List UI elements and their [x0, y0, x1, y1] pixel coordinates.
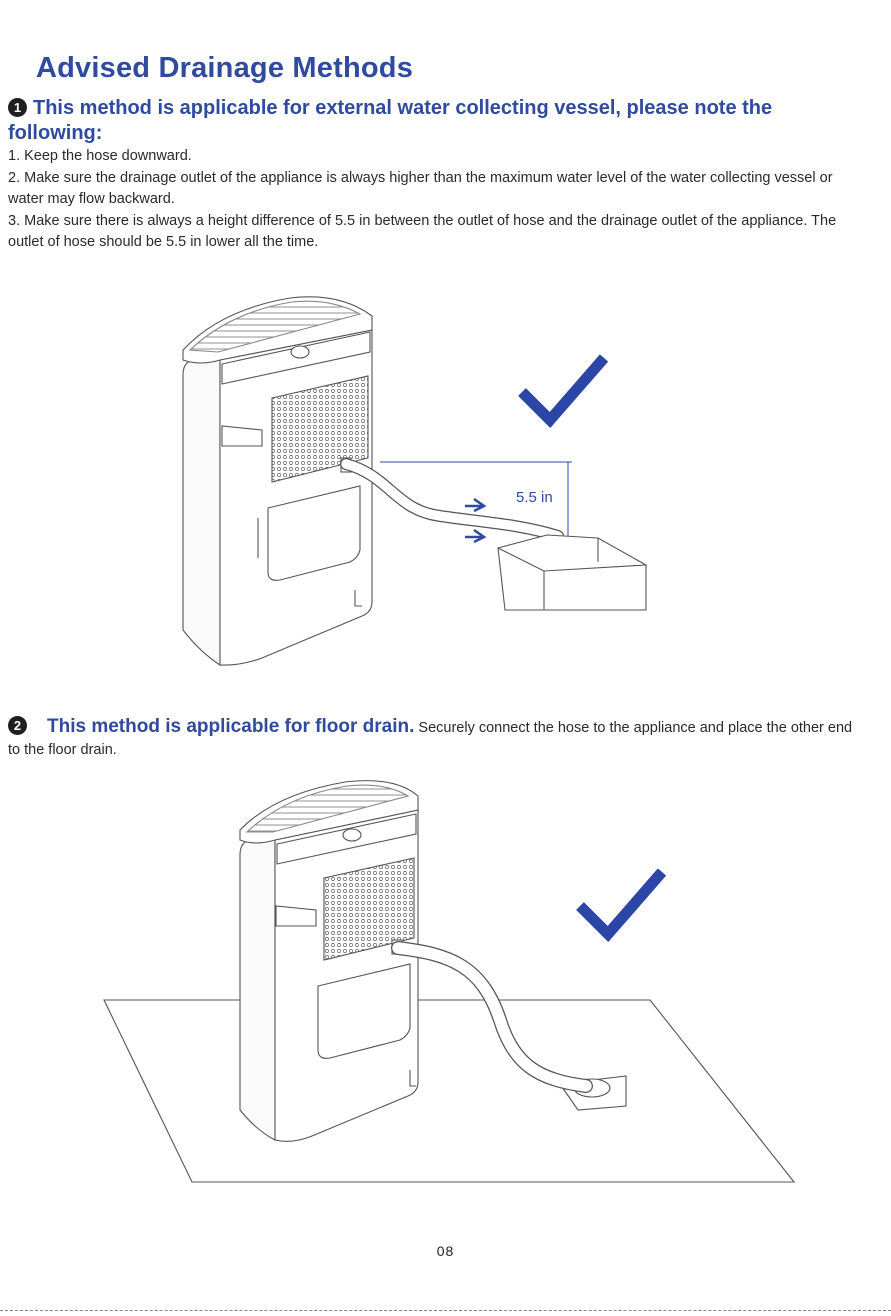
section2-heading-bold: This method is applicable for floor drai…	[47, 716, 415, 737]
water-collecting-vessel	[497, 534, 647, 611]
page-title: Advised Drainage Methods	[36, 52, 414, 84]
section2-heading-text: Securely connect the hose to the applian…	[8, 720, 853, 758]
step-number-badge-2: 2	[8, 716, 27, 735]
check-icon	[518, 354, 609, 429]
dehumidifier-unit	[239, 780, 419, 1142]
section2-heading: 2 This method is applicable for floor dra…	[8, 716, 868, 761]
step-number-badge-1: 1	[8, 98, 27, 117]
step-3: 3. Make sure there is always a height di…	[8, 212, 837, 251]
flow-arrow-icon	[465, 497, 487, 513]
floor-drain-illustration	[103, 780, 796, 1183]
step-2: 2. Make sure the drainage outlet of the …	[8, 169, 833, 208]
page-number: 08	[436, 1243, 455, 1259]
section1-steps: 1. Keep the hose downward. 2. Make sure …	[8, 146, 848, 254]
page-bottom-rule	[0, 1310, 891, 1311]
section1-heading-text: This method is applicable for external w…	[8, 97, 773, 144]
flow-arrow-icon	[465, 528, 487, 544]
check-icon	[576, 868, 667, 943]
height-label: 5.5 in	[516, 489, 553, 506]
floor-surface	[103, 999, 796, 1183]
step-1: 1. Keep the hose downward.	[8, 148, 192, 164]
dehumidifier-unit	[182, 296, 373, 667]
vessel-drainage-illustration: 5.5 in	[182, 296, 647, 667]
